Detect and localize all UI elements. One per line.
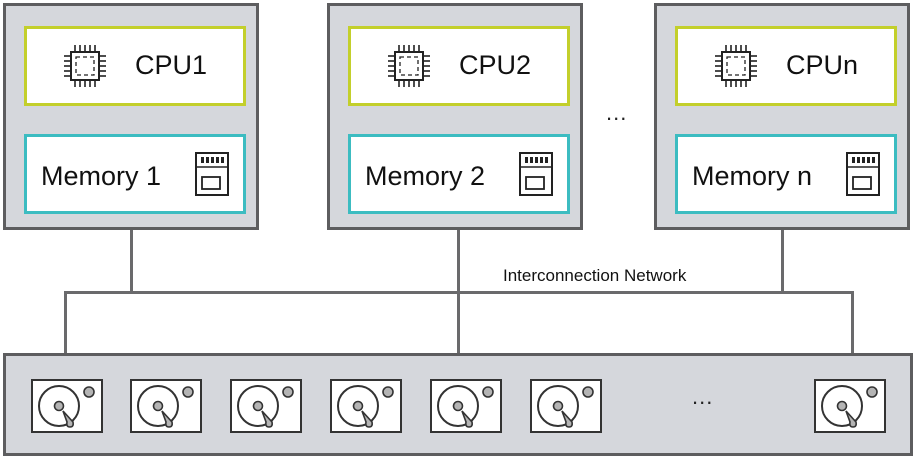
cpu-chip-icon xyxy=(386,43,432,89)
cpu-box-1: CPU1 xyxy=(24,26,246,106)
node-ellipsis: ... xyxy=(606,100,628,125)
node-1-link xyxy=(130,230,133,293)
cpu-label-2: CPU2 xyxy=(459,50,532,80)
hard-disk-icon xyxy=(129,378,203,434)
node-n-link xyxy=(781,230,784,293)
memory-box-2: Memory 2 xyxy=(348,134,570,214)
cpu-label-1: CPU1 xyxy=(135,50,208,80)
storage-link-left xyxy=(64,291,67,353)
network-label: Interconnection Network xyxy=(503,266,687,285)
compute-node-2: CPU2 Memory 2 xyxy=(327,3,583,230)
memory-label-n: Memory n xyxy=(692,161,813,191)
hard-disk-icon xyxy=(329,378,403,434)
hard-disk-icon xyxy=(813,378,887,434)
network-bus xyxy=(64,291,854,294)
hard-disk-icon xyxy=(229,378,303,434)
compute-node-1: CPU1 Memory 1 xyxy=(3,3,259,230)
hard-disk-icon xyxy=(429,378,503,434)
cpu-label-n: CPUn xyxy=(786,50,859,80)
sd-card-icon xyxy=(843,151,883,197)
hard-disk-icon xyxy=(529,378,603,434)
storage-link-right xyxy=(851,291,854,353)
memory-box-1: Memory 1 xyxy=(24,134,246,214)
sd-card-icon xyxy=(192,151,232,197)
compute-node-n: CPUn Memory n xyxy=(654,3,910,230)
cpu-chip-icon xyxy=(713,43,759,89)
cpu-chip-icon xyxy=(62,43,108,89)
cpu-box-n: CPUn xyxy=(675,26,897,106)
disk-ellipsis: ... xyxy=(692,384,714,409)
sd-card-icon xyxy=(516,151,556,197)
shared-storage: ... xyxy=(3,353,913,456)
memory-box-n: Memory n xyxy=(675,134,897,214)
cpu-box-2: CPU2 xyxy=(348,26,570,106)
hard-disk-icon xyxy=(30,378,104,434)
memory-label-2: Memory 2 xyxy=(365,161,486,191)
memory-label-1: Memory 1 xyxy=(41,161,162,191)
